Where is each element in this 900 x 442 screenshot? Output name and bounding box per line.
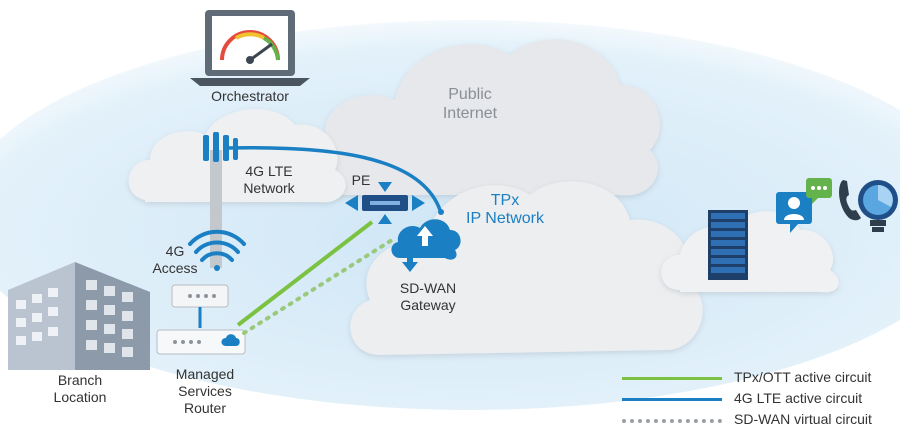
lte-circuit-line: [225, 146, 442, 211]
router-line-1: Managed: [175, 366, 235, 382]
legend-label-sdwan: SD-WAN virtual circuit: [734, 411, 872, 427]
public-internet-line-1: Public: [448, 86, 492, 103]
chat-user-icon: [776, 178, 832, 233]
branch-label: Branch Location: [40, 372, 120, 406]
legend-item-lte: 4G LTE active circuit: [616, 389, 896, 410]
legend-label-tpx: TPx/OTT active circuit: [734, 369, 872, 385]
orchestrator-label: Orchestrator: [211, 88, 289, 104]
pe-label: PE: [351, 172, 371, 188]
building-icon: [8, 262, 150, 370]
legend-label-lte: 4G LTE active circuit: [734, 390, 863, 406]
legend: TPx/OTT active circuit 4G LTE active cir…: [616, 368, 896, 431]
legend-swatch-tpx: [622, 377, 722, 380]
sdwan-gateway-line-1: SD-WAN: [399, 280, 457, 296]
datacenter-cloud: [661, 211, 839, 293]
cell-tower-icon: [203, 132, 238, 268]
public-internet-line-2: Internet: [442, 105, 498, 122]
tpx-network-line-1: TPx: [490, 192, 520, 209]
legend-swatch-sdwan: [622, 419, 722, 423]
access-4g-line-2: Access: [152, 260, 198, 276]
phone-icon: [839, 180, 861, 221]
router-line-2: Services: [178, 383, 232, 399]
router-icon: [156, 329, 246, 355]
public-internet-label: Public Internet: [415, 85, 525, 123]
lte-network-label: 4G LTE Network: [228, 163, 310, 197]
branch-line-1: Branch: [57, 372, 103, 388]
access-4g-line-1: 4G: [165, 243, 185, 259]
tpx-network-line-2: IP Network: [466, 210, 544, 227]
lightbulb-gear-icon: [858, 180, 898, 232]
legend-swatch-lte: [622, 398, 722, 401]
pe-router-icon: [345, 182, 425, 224]
laptop-gauge-icon: [190, 10, 310, 86]
lte-network-line-1: 4G LTE: [245, 163, 293, 179]
lte-network-line-2: Network: [243, 180, 295, 196]
legend-item-sdwan: SD-WAN virtual circuit: [616, 410, 896, 431]
wifi-signal-icon: [188, 229, 246, 271]
public-internet-cloud: [304, 39, 660, 196]
server-rack-icon: [708, 210, 748, 280]
lte-modem-icon: [171, 284, 229, 328]
router-label: Managed Services Router: [160, 366, 250, 417]
gateway-connector: [438, 209, 444, 215]
tpx-network-label: TPx IP Network: [450, 192, 560, 228]
sdwan-gateway-label: SD-WAN Gateway: [388, 280, 468, 314]
sdwan-gateway-line-2: Gateway: [400, 297, 456, 313]
router-line-3: Router: [183, 400, 227, 416]
sdwan-virtual-circuit-line: [242, 238, 394, 335]
tpx-circuit-line: [236, 220, 374, 327]
access-4g-label: 4G Access: [150, 243, 200, 277]
sdwan-cloud-icon: [391, 219, 461, 272]
branch-line-2: Location: [53, 389, 107, 405]
legend-item-tpx: TPx/OTT active circuit: [616, 368, 896, 389]
